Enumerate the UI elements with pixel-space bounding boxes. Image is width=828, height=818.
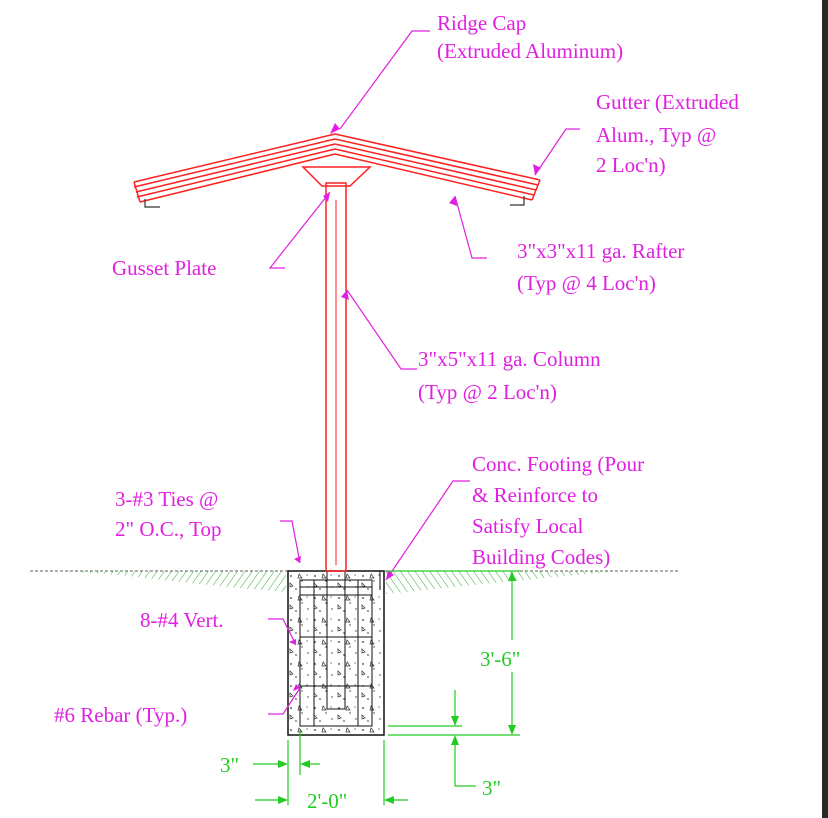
rebar-label-line1: #6 Rebar (Typ.) <box>54 703 187 727</box>
side-cover-dimension: 3" <box>220 753 239 777</box>
rebar-label: #6 Rebar (Typ.) <box>54 703 187 727</box>
concrete-footing <box>287 570 385 736</box>
leader-arrowheads <box>289 123 541 691</box>
viewport-right-edge <box>822 0 828 818</box>
rafter-label-line1: 3"x3"x11 ga. Rafter <box>517 239 684 263</box>
ridge-cap-label: Ridge Cap (Extruded Aluminum) <box>437 11 623 63</box>
ridge-cap-label-line2: (Extruded Aluminum) <box>437 39 623 63</box>
footing-label-line4: Building Codes) <box>472 545 610 569</box>
column-label-line1: 3"x5"x11 ga. Column <box>418 347 601 371</box>
vert-bars-label-line1: 8-#4 Vert. <box>140 608 224 632</box>
ridge-cap-label-line1: Ridge Cap <box>437 11 526 35</box>
column-label-line2: (Typ @ 2 Loc'n) <box>418 380 557 404</box>
column-label: 3"x5"x11 ga. Column (Typ @ 2 Loc'n) <box>418 347 601 404</box>
gusset-plate-label-line1: Gusset Plate <box>112 256 216 280</box>
footing-label: Conc. Footing (Pour & Reinforce to Satis… <box>472 452 644 569</box>
gutters <box>144 196 525 208</box>
rafter-label-line2: (Typ @ 4 Loc'n) <box>517 271 656 295</box>
width-dimension: 2'-0" <box>307 789 347 813</box>
depth-dimension: 3'-6" <box>480 647 520 671</box>
footing-label-line2: & Reinforce to <box>472 483 598 507</box>
gusset-plate <box>301 166 372 187</box>
ties-label: 3-#3 Ties @ 2" O.C., Top <box>115 487 221 541</box>
gutter-label-line3: 2 Loc'n) <box>596 153 666 177</box>
roof-rafters <box>133 133 541 203</box>
bottom-cover-dimension: 3" <box>482 776 501 800</box>
dimension-arrows <box>278 571 516 804</box>
gutter-label-line2: Alum., Typ @ <box>596 123 716 147</box>
gusset-plate-label: Gusset Plate <box>112 256 216 280</box>
rafter-label: 3"x3"x11 ga. Rafter (Typ @ 4 Loc'n) <box>517 239 684 295</box>
ties-label-line1: 3-#3 Ties @ <box>115 487 218 511</box>
column <box>325 182 347 572</box>
gutter-label: Gutter (Extruded Alum., Typ @ 2 Loc'n) <box>596 90 739 177</box>
gutter-label-line1: Gutter (Extruded <box>596 90 739 114</box>
footing-label-line1: Conc. Footing (Pour <box>472 452 644 476</box>
vert-bars-label: 8-#4 Vert. <box>140 608 224 632</box>
leader-lines <box>268 30 580 715</box>
footing-label-line3: Satisfy Local <box>472 514 584 538</box>
ties-label-line2: 2" O.C., Top <box>115 517 221 541</box>
